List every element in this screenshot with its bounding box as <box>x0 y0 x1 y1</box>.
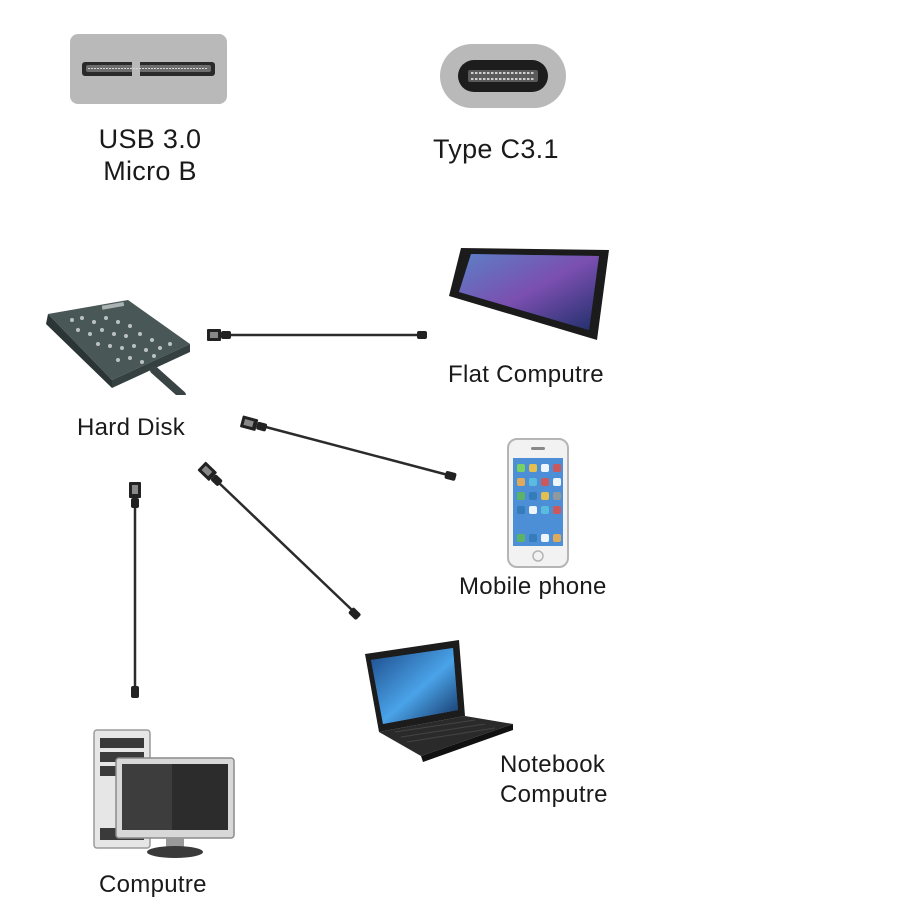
notebook-label: Notebook Computre <box>500 750 608 810</box>
micro-plug-icon <box>417 331 427 339</box>
type-c-connector <box>440 44 566 108</box>
notebook-icon <box>365 640 515 765</box>
usb-plug-icon <box>197 461 223 486</box>
phone-icon <box>507 438 569 568</box>
micro-plug-icon <box>444 471 457 481</box>
hard-disk-icon <box>42 300 192 395</box>
usb-plug-icon <box>207 329 231 341</box>
usb-micro-b-label-line1: USB 3.0 <box>98 124 202 154</box>
desktop-label: Computre <box>99 871 207 898</box>
tablet-label: Flat Computre <box>448 361 604 388</box>
micro-plug-icon <box>131 686 139 698</box>
hard-disk-label: Hard Disk <box>77 414 186 441</box>
cable-to-notebook <box>216 480 354 612</box>
usb-micro-b-connector <box>70 34 227 104</box>
tablet-icon <box>447 248 612 343</box>
micro-plug-icon <box>348 607 361 620</box>
usb-plug-icon <box>129 482 141 508</box>
cable-to-phone <box>260 424 450 477</box>
usb-micro-b-label-line2: Micro B <box>103 156 197 186</box>
usb-plug-icon <box>240 415 268 432</box>
type-c-label: Type C3.1 <box>433 134 559 164</box>
desktop-computer-icon <box>92 728 237 863</box>
phone-label: Mobile phone <box>459 573 607 600</box>
notebook-label-line1: Notebook <box>500 751 606 778</box>
notebook-label-line2: Computre <box>500 781 608 808</box>
usb-micro-b-label: USB 3.0 Micro B <box>60 123 240 187</box>
